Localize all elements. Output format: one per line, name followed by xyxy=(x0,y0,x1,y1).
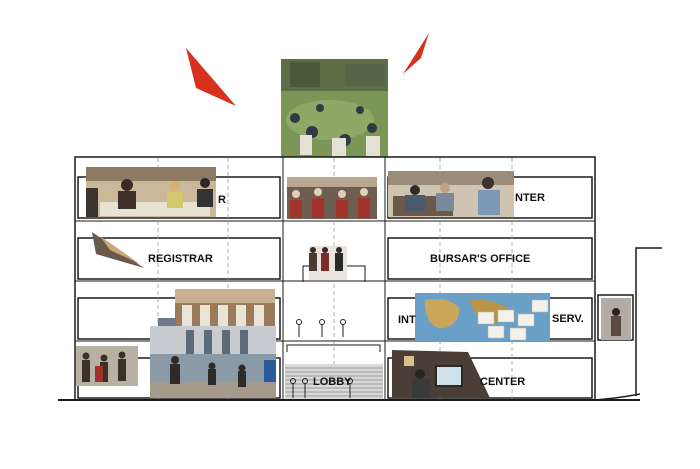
label-center-tail: CENTER xyxy=(480,376,525,388)
label-r1-right-tail: NTER xyxy=(515,192,545,204)
lobby-steps xyxy=(285,364,383,400)
photo-meeting-room xyxy=(86,167,216,217)
photo-lounge xyxy=(388,171,514,217)
sketched-figures xyxy=(290,319,353,398)
label-lobby: LOBBY xyxy=(313,376,352,388)
photo-students-on-lawn xyxy=(281,59,388,157)
photo-students-street xyxy=(150,326,276,398)
red-accent-left xyxy=(186,48,236,106)
red-accent-right xyxy=(403,33,429,74)
photo-shard-registrar xyxy=(92,232,144,268)
photo-students-left xyxy=(76,346,138,386)
label-serv-tail: SERV. xyxy=(552,313,584,325)
photo-classroom xyxy=(287,177,377,219)
label-registrar: REGISTRAR xyxy=(148,253,213,265)
photo-world-map xyxy=(415,293,550,341)
photo-walking-person xyxy=(601,298,631,340)
label-int-prefix: INT xyxy=(398,314,416,326)
label-bursars-office: BURSAR'S OFFICE xyxy=(430,253,530,265)
label-r1-left-tail: R xyxy=(218,194,226,206)
photo-computer-lab xyxy=(392,350,490,398)
photo-stair-figures xyxy=(309,246,347,280)
